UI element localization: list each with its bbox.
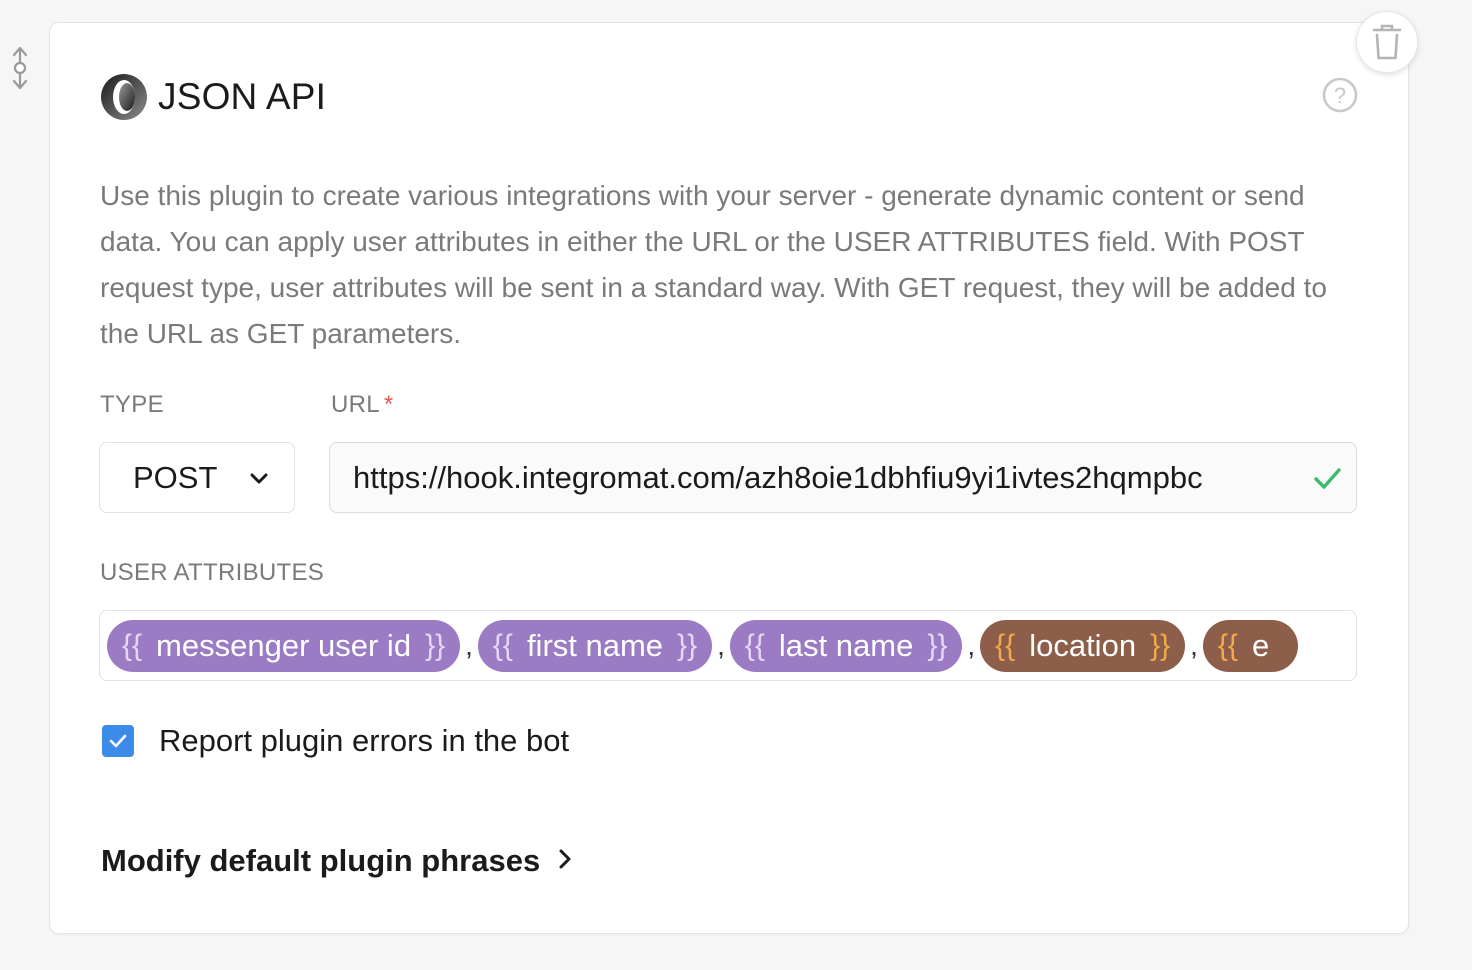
type-select[interactable]: POST — [99, 442, 295, 513]
url-label: URL — [331, 391, 380, 418]
chevron-right-icon — [558, 848, 572, 875]
url-label-wrap: URL* — [331, 391, 394, 419]
close-brace: }} — [1150, 628, 1171, 662]
svg-text:?: ? — [1334, 83, 1346, 108]
open-brace: {{ — [122, 628, 143, 662]
attribute-chip[interactable]: {{ first name}} — [477, 619, 713, 672]
attribute-chip-name: location — [1029, 627, 1137, 663]
attribute-chip-name: messenger user id — [156, 627, 412, 663]
modify-phrases-label: Modify default plugin phrases — [101, 843, 541, 878]
vertical-drag-handle-icon[interactable] — [10, 46, 30, 90]
attribute-chip[interactable]: {{ location}} — [980, 619, 1186, 672]
open-brace: {{ — [744, 628, 765, 662]
attribute-chip[interactable]: {{ e — [1202, 619, 1299, 672]
url-input[interactable]: https://hook.integromat.com/azh8oie1dbhf… — [329, 442, 1357, 513]
chevron-down-icon — [248, 467, 270, 494]
type-label: TYPE — [100, 391, 164, 418]
report-errors-row[interactable]: Report plugin errors in the bot — [102, 723, 569, 759]
user-attributes-label: USER ATTRIBUTES — [100, 559, 325, 586]
plugin-title: JSON API — [158, 76, 327, 117]
user-attributes-field[interactable]: {{ messenger user id}} , {{ first name}} ,… — [99, 610, 1357, 681]
json-logo-icon — [100, 73, 148, 121]
required-mark: * — [383, 391, 394, 418]
delete-button[interactable] — [1356, 11, 1418, 73]
trash-icon — [1372, 24, 1402, 60]
open-brace: {{ — [995, 628, 1016, 662]
modify-phrases-link[interactable]: Modify default plugin phrases — [101, 843, 572, 879]
checkmark-icon — [1312, 463, 1342, 498]
plugin-description: Use this plugin to create various integr… — [100, 180, 1327, 349]
attribute-chip-name: first name — [526, 627, 664, 663]
url-input-value: https://hook.integromat.com/azh8oie1dbhf… — [353, 459, 1203, 495]
close-brace: }} — [677, 628, 698, 662]
check-icon — [109, 734, 127, 748]
open-brace: {{ — [1217, 628, 1238, 662]
question-circle-icon[interactable]: ? — [1322, 77, 1358, 113]
report-errors-checkbox[interactable] — [102, 725, 134, 757]
attribute-separator: , — [967, 629, 976, 661]
plugin-header: JSON API — [100, 73, 326, 121]
attribute-separator: , — [1190, 629, 1198, 661]
report-errors-label: Report plugin errors in the bot — [159, 723, 570, 758]
attribute-chip[interactable]: {{ last name}} — [729, 619, 963, 672]
type-select-value: POST — [133, 459, 218, 495]
attribute-chip-name: e — [1251, 627, 1270, 663]
plugin-card: JSON API ? Use this plugin to create var… — [49, 22, 1409, 934]
attribute-separator: , — [465, 629, 473, 661]
close-brace: }} — [425, 628, 446, 662]
attribute-chip-name: last name — [778, 627, 914, 663]
open-brace: {{ — [492, 628, 513, 662]
close-brace: }} — [927, 628, 948, 662]
attribute-separator: , — [717, 629, 725, 661]
attribute-chip[interactable]: {{ messenger user id}} — [107, 619, 461, 672]
